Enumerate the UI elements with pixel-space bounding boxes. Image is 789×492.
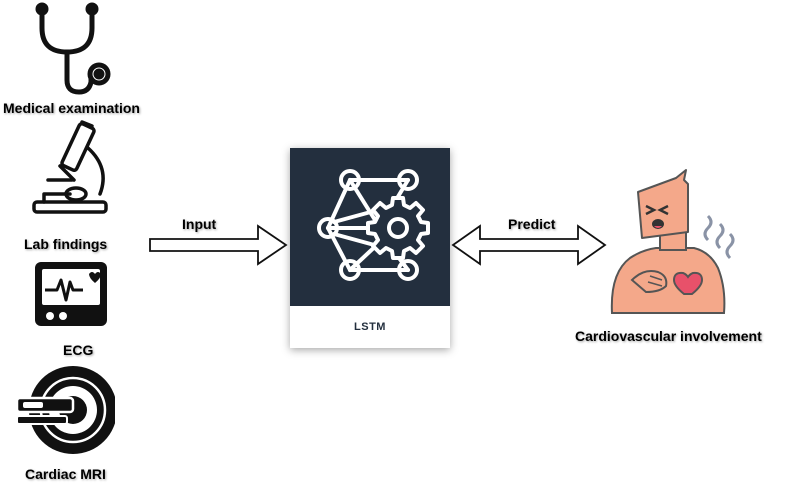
lstm-model-card: LSTM — [290, 148, 450, 348]
ecg-label: ECG — [63, 342, 94, 358]
lab-findings-label: Lab findings — [24, 236, 108, 252]
microscope-icon — [32, 120, 108, 214]
predict-double-arrow — [451, 224, 607, 266]
stethoscope-icon — [35, 2, 111, 95]
ecg-monitor-icon — [35, 262, 107, 326]
predict-arrow-label: Predict — [508, 216, 556, 232]
medical-examination-label: Medical examination — [3, 100, 140, 116]
cardiovascular-involvement-label: Cardiovascular involvement — [575, 328, 762, 344]
neural-network-gear-icon — [317, 169, 430, 281]
input-arrow-label: Input — [182, 216, 217, 232]
lstm-panel — [290, 148, 450, 306]
input-arrow — [149, 224, 288, 266]
cardiac-mri-label: Cardiac MRI — [25, 466, 106, 482]
lstm-label: LSTM — [354, 321, 386, 333]
mri-scanner-icon — [15, 366, 115, 454]
chest-pain-patient-icon — [610, 169, 735, 314]
